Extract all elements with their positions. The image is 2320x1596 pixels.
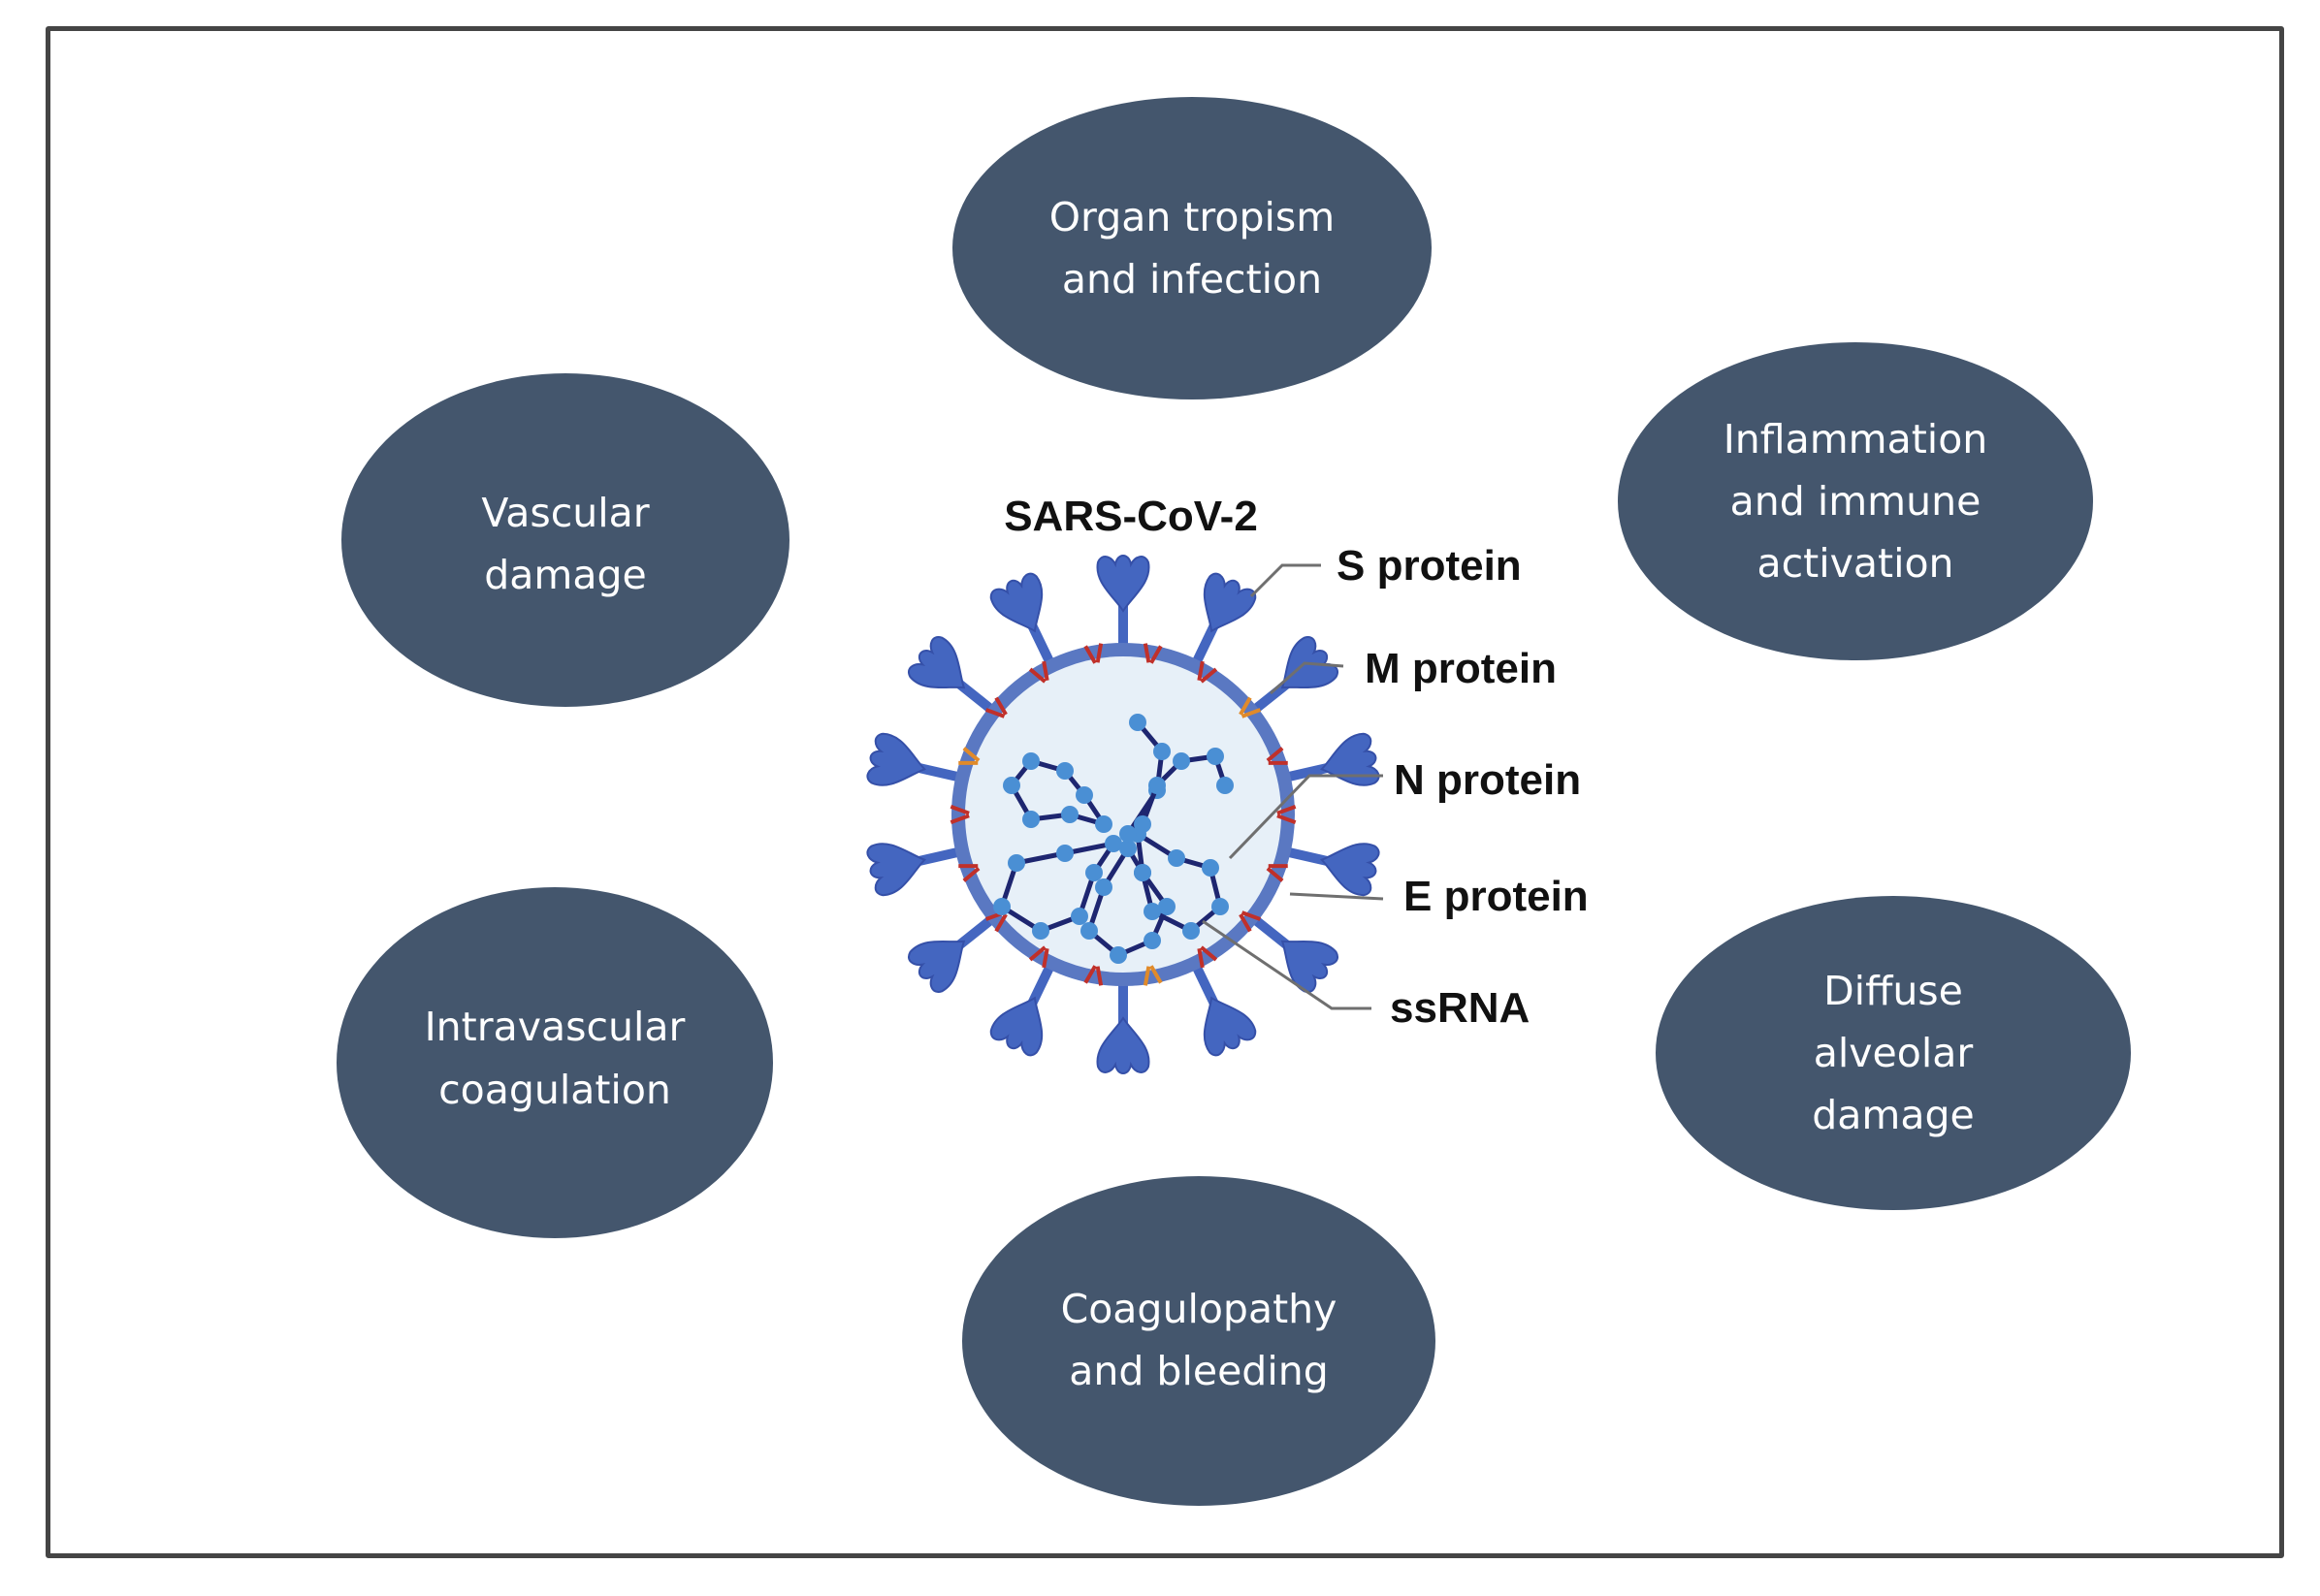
label-s-protein: S protein xyxy=(1337,542,1522,590)
node-inflammation-line-1: Inflammation xyxy=(1724,416,1988,463)
n-protein-bead-icon xyxy=(1076,786,1093,804)
n-protein-bead-icon xyxy=(1095,878,1112,896)
n-protein-bead-icon xyxy=(1168,849,1185,867)
leader-n-protein xyxy=(1228,774,1383,860)
n-protein-bead-icon xyxy=(1202,859,1219,877)
m-protein-icon xyxy=(1197,945,1218,969)
leader-e-protein xyxy=(1289,892,1384,901)
n-protein-bead-icon xyxy=(1085,864,1103,881)
node-ellipse xyxy=(341,373,789,707)
s-protein-spike-icon xyxy=(1096,555,1150,652)
n-protein-bead-icon xyxy=(1105,835,1122,852)
s-protein-spike-icon xyxy=(866,732,967,792)
m-protein-icon xyxy=(950,805,970,824)
n-protein-bead-icon xyxy=(1148,777,1166,794)
n-protein-bead-icon xyxy=(1216,777,1234,794)
m-protein-icon xyxy=(958,864,981,882)
node-inflammation: Inflammation and immune activation xyxy=(1618,342,2093,660)
node-vascular-line-2: damage xyxy=(484,552,646,598)
viral-envelope xyxy=(958,650,1288,979)
e-protein-icon xyxy=(1143,965,1163,986)
n-protein-bead-icon xyxy=(1134,864,1151,881)
n-protein-bead-icon xyxy=(1119,825,1137,843)
n-protein-bead-icon xyxy=(1032,922,1049,940)
sars-cov-2-virion-icon xyxy=(866,555,1380,1074)
node-diffuse-line-3: damage xyxy=(1812,1092,1974,1138)
m-protein-icon xyxy=(1276,805,1297,824)
n-protein-bead-icon xyxy=(1110,946,1127,964)
n-protein-bead-icon xyxy=(1173,752,1190,770)
node-inflammation-line-2: and immune xyxy=(1730,478,1982,525)
e-protein-icon xyxy=(958,747,981,765)
n-protein-bead-icon xyxy=(1207,748,1224,765)
ssrna-strand xyxy=(993,714,1234,964)
m-protein-icon xyxy=(1239,910,1262,933)
n-protein-bead-icon xyxy=(1071,908,1088,925)
m-protein-icon xyxy=(1083,643,1104,664)
node-ellipse xyxy=(952,97,1432,399)
viral-membrane xyxy=(951,643,1295,986)
e-protein-icon xyxy=(1239,696,1262,718)
m-protein-icon xyxy=(984,696,1008,718)
node-ellipse xyxy=(1618,342,2093,660)
label-m-protein: M protein xyxy=(1365,645,1557,692)
n-protein-bead-icon xyxy=(1153,743,1171,760)
node-inflammation-line-3: activation xyxy=(1756,540,1953,587)
node-ellipse xyxy=(962,1176,1435,1506)
node-organ-tropism-line-1: Organ tropism xyxy=(1049,194,1335,240)
n-protein-bead-icon xyxy=(1119,840,1137,857)
n-protein-bead-icon xyxy=(1095,815,1112,833)
label-n-protein: N protein xyxy=(1394,756,1581,804)
m-protein-icon xyxy=(1266,747,1288,765)
n-protein-bead-icon xyxy=(1003,777,1020,794)
n-protein-bead-icon xyxy=(1158,898,1176,915)
node-diffuse-line-1: Diffuse xyxy=(1823,968,1963,1014)
node-coagulopathy-line-1: Coagulopathy xyxy=(1061,1286,1337,1332)
m-protein-icon xyxy=(1266,864,1288,882)
node-organ-tropism: Organ tropism and infection xyxy=(952,97,1432,399)
node-organ-tropism-line-2: and infection xyxy=(1062,256,1322,303)
n-protein-bead-icon xyxy=(1022,811,1040,828)
leader-s-protein xyxy=(1249,563,1321,598)
node-ellipse xyxy=(337,887,773,1238)
node-intravascular-coagulation: Intravascular coagulation xyxy=(337,887,773,1238)
node-diffuse-line-2: alveolar xyxy=(1814,1030,1974,1076)
n-protein-bead-icon xyxy=(993,898,1011,915)
n-protein-bead-icon xyxy=(1182,922,1200,940)
m-protein-icon xyxy=(1197,660,1218,684)
m-protein-icon xyxy=(1083,965,1104,986)
node-diffuse-alveolar-damage: Diffuse alveolar damage xyxy=(1656,896,2131,1210)
n-protein-bead-icon xyxy=(1144,932,1161,949)
node-vascular-line-1: Vascular xyxy=(481,490,649,536)
node-intravascular-line-2: coagulation xyxy=(438,1067,671,1113)
node-coagulopathy-line-2: and bleeding xyxy=(1069,1348,1328,1394)
leader-m-protein xyxy=(1270,661,1344,695)
n-protein-bead-icon xyxy=(1056,762,1074,780)
n-protein-bead-icon xyxy=(1022,752,1040,770)
s-protein-spike-icon xyxy=(1096,977,1150,1074)
node-ellipse xyxy=(1656,896,2131,1210)
label-ssrna: ssRNA xyxy=(1390,984,1530,1032)
m-proteins xyxy=(950,643,1297,986)
n-protein-bead-icon xyxy=(1129,714,1146,731)
m-protein-icon xyxy=(1143,643,1163,664)
n-protein-bead-icon xyxy=(1061,806,1079,823)
rna-strand-segment xyxy=(1125,720,1165,836)
label-e-protein: E protein xyxy=(1403,873,1589,920)
node-vascular-damage: Vascular damage xyxy=(341,373,789,707)
m-protein-icon xyxy=(1028,660,1049,684)
n-protein-bead-icon xyxy=(1056,845,1074,862)
n-protein-bead-icon xyxy=(1080,922,1098,940)
virus-title: SARS-CoV-2 xyxy=(1004,493,1258,540)
m-protein-icon xyxy=(1028,945,1049,969)
leader-ssrna xyxy=(1202,919,1371,1010)
node-coagulopathy: Coagulopathy and bleeding xyxy=(962,1176,1435,1506)
n-protein-bead-icon xyxy=(1008,854,1025,872)
n-protein-bead-icon xyxy=(1144,903,1161,920)
node-intravascular-line-1: Intravascular xyxy=(425,1004,686,1050)
n-protein-bead-icon xyxy=(1211,898,1229,915)
n-protein-bead-icon xyxy=(1134,815,1151,833)
